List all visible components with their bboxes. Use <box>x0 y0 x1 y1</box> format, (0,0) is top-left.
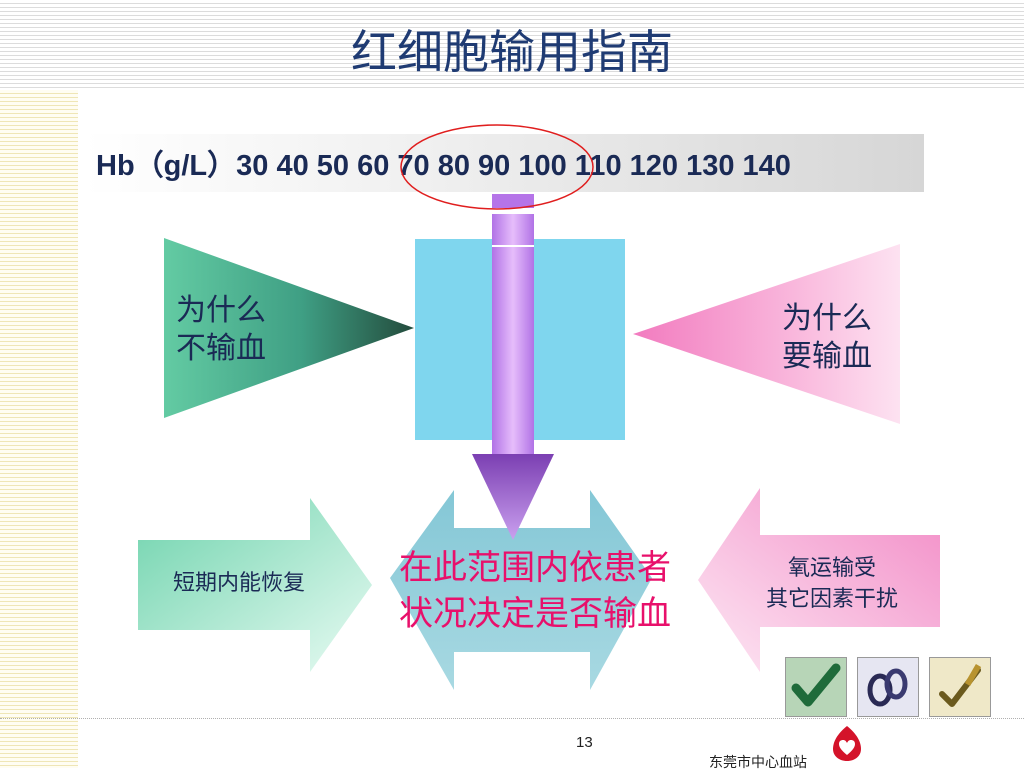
right-block-arrow <box>698 488 940 672</box>
left-block-arrow <box>138 498 372 672</box>
left-arrow-label: 短期内能恢复 <box>172 571 305 596</box>
right-triangle <box>633 244 900 424</box>
heart-logo-icon <box>829 722 865 766</box>
center-label: 在此范围内依患者 状况决定是否输血 <box>360 545 710 637</box>
arrow-head <box>472 454 554 540</box>
right-triangle-label: 为什么 要输血 <box>782 300 872 375</box>
center-line1: 在此范围内依患者 <box>399 548 671 588</box>
organization-name: 东莞市中心血站 <box>709 755 807 771</box>
center-double-arrow <box>390 490 652 690</box>
left-triangle-label: 为什么 不输血 <box>176 292 266 367</box>
hb-scale-text: Hb（g/L）30 40 50 60 70 80 90 100 110 120 … <box>96 150 791 182</box>
hb-scale-bar <box>84 134 924 192</box>
right-arrow-label: 氧运输受 其它因素干扰 <box>742 554 922 616</box>
arrow-cap <box>492 194 534 208</box>
arrow-shaft <box>492 214 534 454</box>
header-stripes <box>0 0 1024 90</box>
left-triangle-line2: 不输血 <box>176 330 266 366</box>
right-triangle-line2: 要输血 <box>782 338 872 374</box>
left-triangle <box>164 238 414 418</box>
highlight-ellipse <box>400 124 594 210</box>
footer-divider <box>0 718 1024 719</box>
center-line2: 状况决定是否输血 <box>399 594 671 634</box>
right-arrow-line1: 氧运输受 <box>787 556 876 581</box>
left-triangle-line1: 为什么 <box>176 293 266 328</box>
right-triangle-line1: 为什么 <box>782 301 872 336</box>
rings-icon <box>857 657 919 717</box>
pen-check-icon <box>929 657 991 717</box>
right-arrow-line2: 其它因素干扰 <box>765 586 898 612</box>
checkmark-icon <box>785 657 847 717</box>
slide-title: 红细胞输用指南 <box>351 25 673 79</box>
page-number: 13 <box>576 734 593 751</box>
sidebar-stripes <box>0 90 78 768</box>
